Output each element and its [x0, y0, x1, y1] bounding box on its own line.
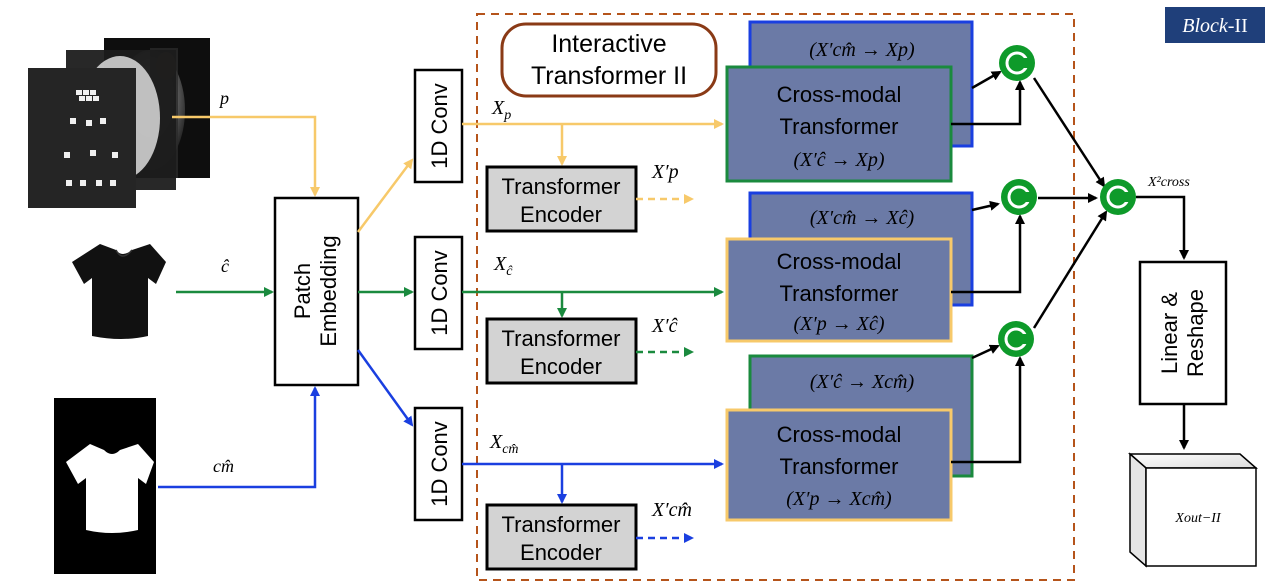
- xc-label: Xĉ: [493, 253, 513, 279]
- encoder-p-line2: Encoder: [520, 202, 602, 227]
- crossmodal-front-1-label: (X′ĉ → Xp): [793, 149, 884, 171]
- crossmodal-front-2-line1: Cross-modal: [777, 249, 902, 274]
- block-label-suffix: -II: [1228, 15, 1248, 37]
- concat-node-final: [1100, 179, 1136, 215]
- encoder-p-line1: Transformer: [502, 174, 621, 199]
- encoder-cm-box: Transformer Encoder: [485, 503, 638, 571]
- block-label: Block-II: [1165, 7, 1265, 43]
- interactive-transformer-region: [476, 13, 1075, 581]
- front2-to-concat2: [951, 214, 1025, 294]
- linear-reshape-line1: Linear &: [1157, 292, 1182, 374]
- concat1-to-final: [1032, 77, 1106, 188]
- block-label-prefix: Block: [1182, 15, 1229, 37]
- crossmodal-back-2-label: (X′cm̂ → Xĉ): [810, 207, 915, 229]
- xp-label: Xp: [491, 97, 511, 123]
- encoder-p-box: Transformer Encoder: [485, 165, 638, 233]
- region-title-box: [500, 22, 718, 98]
- crossmodal-front-1-line1: Cross-modal: [777, 82, 902, 107]
- crossmodal-front-3: [725, 408, 953, 522]
- front1-to-concat1: [951, 80, 1025, 126]
- front3-to-concat3: [951, 356, 1025, 464]
- crossmodal-back-1-label: (X′cm̂ → Xp): [809, 39, 915, 61]
- cloth-mask-input-image: [54, 398, 156, 574]
- crossmodal-front-2-label: (X′p → Xĉ): [793, 313, 884, 335]
- conv-p-label: 1D Conv: [427, 83, 452, 169]
- patch-embedding-box: [273, 196, 360, 387]
- encoder-cm-output-label: X′cm̂: [651, 499, 692, 521]
- encoder-c-output-label: X′ĉ: [651, 315, 679, 337]
- conv-c-box: 1D Conv: [413, 235, 464, 351]
- linear-reshape-line2: Reshape: [1183, 289, 1208, 377]
- embedding-to-conv-p-arrow: [357, 158, 414, 233]
- encoder-c-line2: Encoder: [520, 354, 602, 379]
- cloth-input-label: ĉ: [221, 256, 230, 276]
- crossmodal-front-3-line2: Transformer: [780, 454, 899, 479]
- output-tensor-cube: Xout−II: [1128, 452, 1258, 568]
- crossmodal-back-3-label: (X′ĉ → Xcm̂): [810, 371, 915, 393]
- concat-node-1: [999, 45, 1035, 81]
- crossmodal-front-1: [725, 65, 953, 183]
- crossmodal-front-3-label: (X′p → Xcm̂): [786, 488, 892, 510]
- encoder-c-line1: Transformer: [502, 326, 621, 351]
- xcm-label: Xcm̂: [489, 431, 519, 457]
- cross-label: X²cross: [1147, 175, 1190, 190]
- encoder-cm-line1: Transformer: [502, 512, 621, 537]
- concat-node-3: [998, 321, 1034, 357]
- mask-to-embedding-arrow: [158, 386, 320, 489]
- patch-embedding-label-line2: Embedding: [316, 235, 341, 346]
- encoder-p-output-label: X′p: [651, 161, 679, 183]
- region-title-line2: Transformer II: [531, 62, 687, 90]
- back2-to-concat2: [971, 200, 1000, 212]
- pose-keypoints: [64, 90, 118, 186]
- cloth-input-image: [72, 244, 166, 339]
- region-title-line1: Interactive: [551, 30, 666, 58]
- pose-input-label: p: [218, 88, 229, 108]
- encoder-cm-line2: Encoder: [520, 540, 602, 565]
- pose-frame-front: [28, 68, 136, 208]
- back3-to-concat3: [971, 344, 1000, 360]
- pose-to-embedding-arrow: [172, 115, 320, 197]
- crossmodal-front-1-line2: Transformer: [780, 114, 899, 139]
- svg-text:Block-II: Block-II: [1182, 15, 1248, 37]
- pose-input-stack: [28, 38, 210, 208]
- concat3-to-final: [1032, 210, 1108, 329]
- output-label: Xout−II: [1174, 511, 1222, 526]
- embedding-to-conv-cm-arrow: [356, 349, 414, 427]
- conv-cm-box: 1D Conv: [413, 406, 464, 522]
- crossmodal-front-2-line2: Transformer: [780, 281, 899, 306]
- conv-c-label: 1D Conv: [427, 250, 452, 336]
- encoder-c-box: Transformer Encoder: [485, 317, 638, 385]
- final-to-linear-arrow: [1136, 195, 1189, 260]
- back1-to-concat1: [971, 70, 1002, 90]
- crossmodal-front-2: [725, 237, 953, 343]
- patch-embedding-label-line1: Patch: [290, 263, 315, 319]
- conv-cm-label: 1D Conv: [427, 421, 452, 507]
- crossmodal-front-3-line1: Cross-modal: [777, 422, 902, 447]
- conv-p-box: 1D Conv: [413, 68, 464, 184]
- mask-input-label: cm̂: [213, 456, 234, 476]
- concat-node-2: [1001, 179, 1037, 215]
